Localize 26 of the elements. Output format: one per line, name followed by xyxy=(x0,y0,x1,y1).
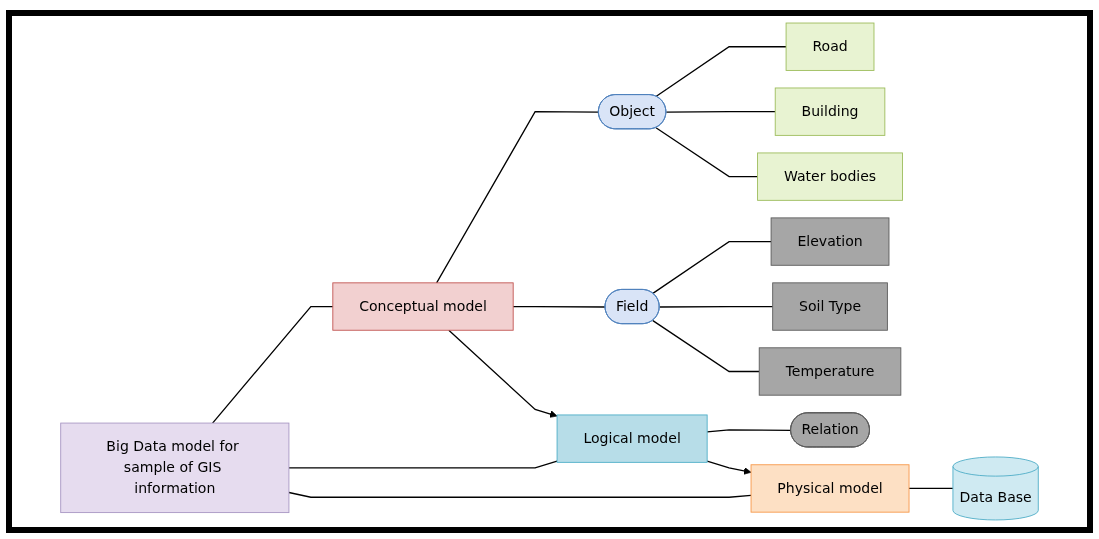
connector xyxy=(512,305,607,308)
node-box xyxy=(785,22,875,71)
diagram-frame: Big Data model for sample of GIS information Conceptual model Object Road Building Water bodies Field Elevation Soil Type Temperature Logical model Relation Physical model Data Base xyxy=(6,10,1093,533)
connector xyxy=(652,240,772,295)
arrow xyxy=(448,329,558,418)
node-box xyxy=(770,217,890,266)
node-box xyxy=(332,282,514,331)
node-box xyxy=(757,152,903,201)
connector xyxy=(655,46,787,98)
connector xyxy=(655,127,759,178)
connector xyxy=(658,305,774,308)
node-box xyxy=(60,422,290,514)
connector xyxy=(288,460,558,469)
arrow xyxy=(706,460,752,475)
connector xyxy=(706,429,792,433)
connector xyxy=(288,491,752,498)
connector xyxy=(652,319,760,373)
node-box xyxy=(774,87,886,136)
connector xyxy=(665,111,776,113)
connector xyxy=(908,487,954,490)
node-box xyxy=(556,414,708,463)
node-box xyxy=(758,347,902,396)
connector xyxy=(435,111,600,284)
connector xyxy=(211,305,334,424)
node-box xyxy=(772,282,888,331)
node-box xyxy=(750,464,910,513)
